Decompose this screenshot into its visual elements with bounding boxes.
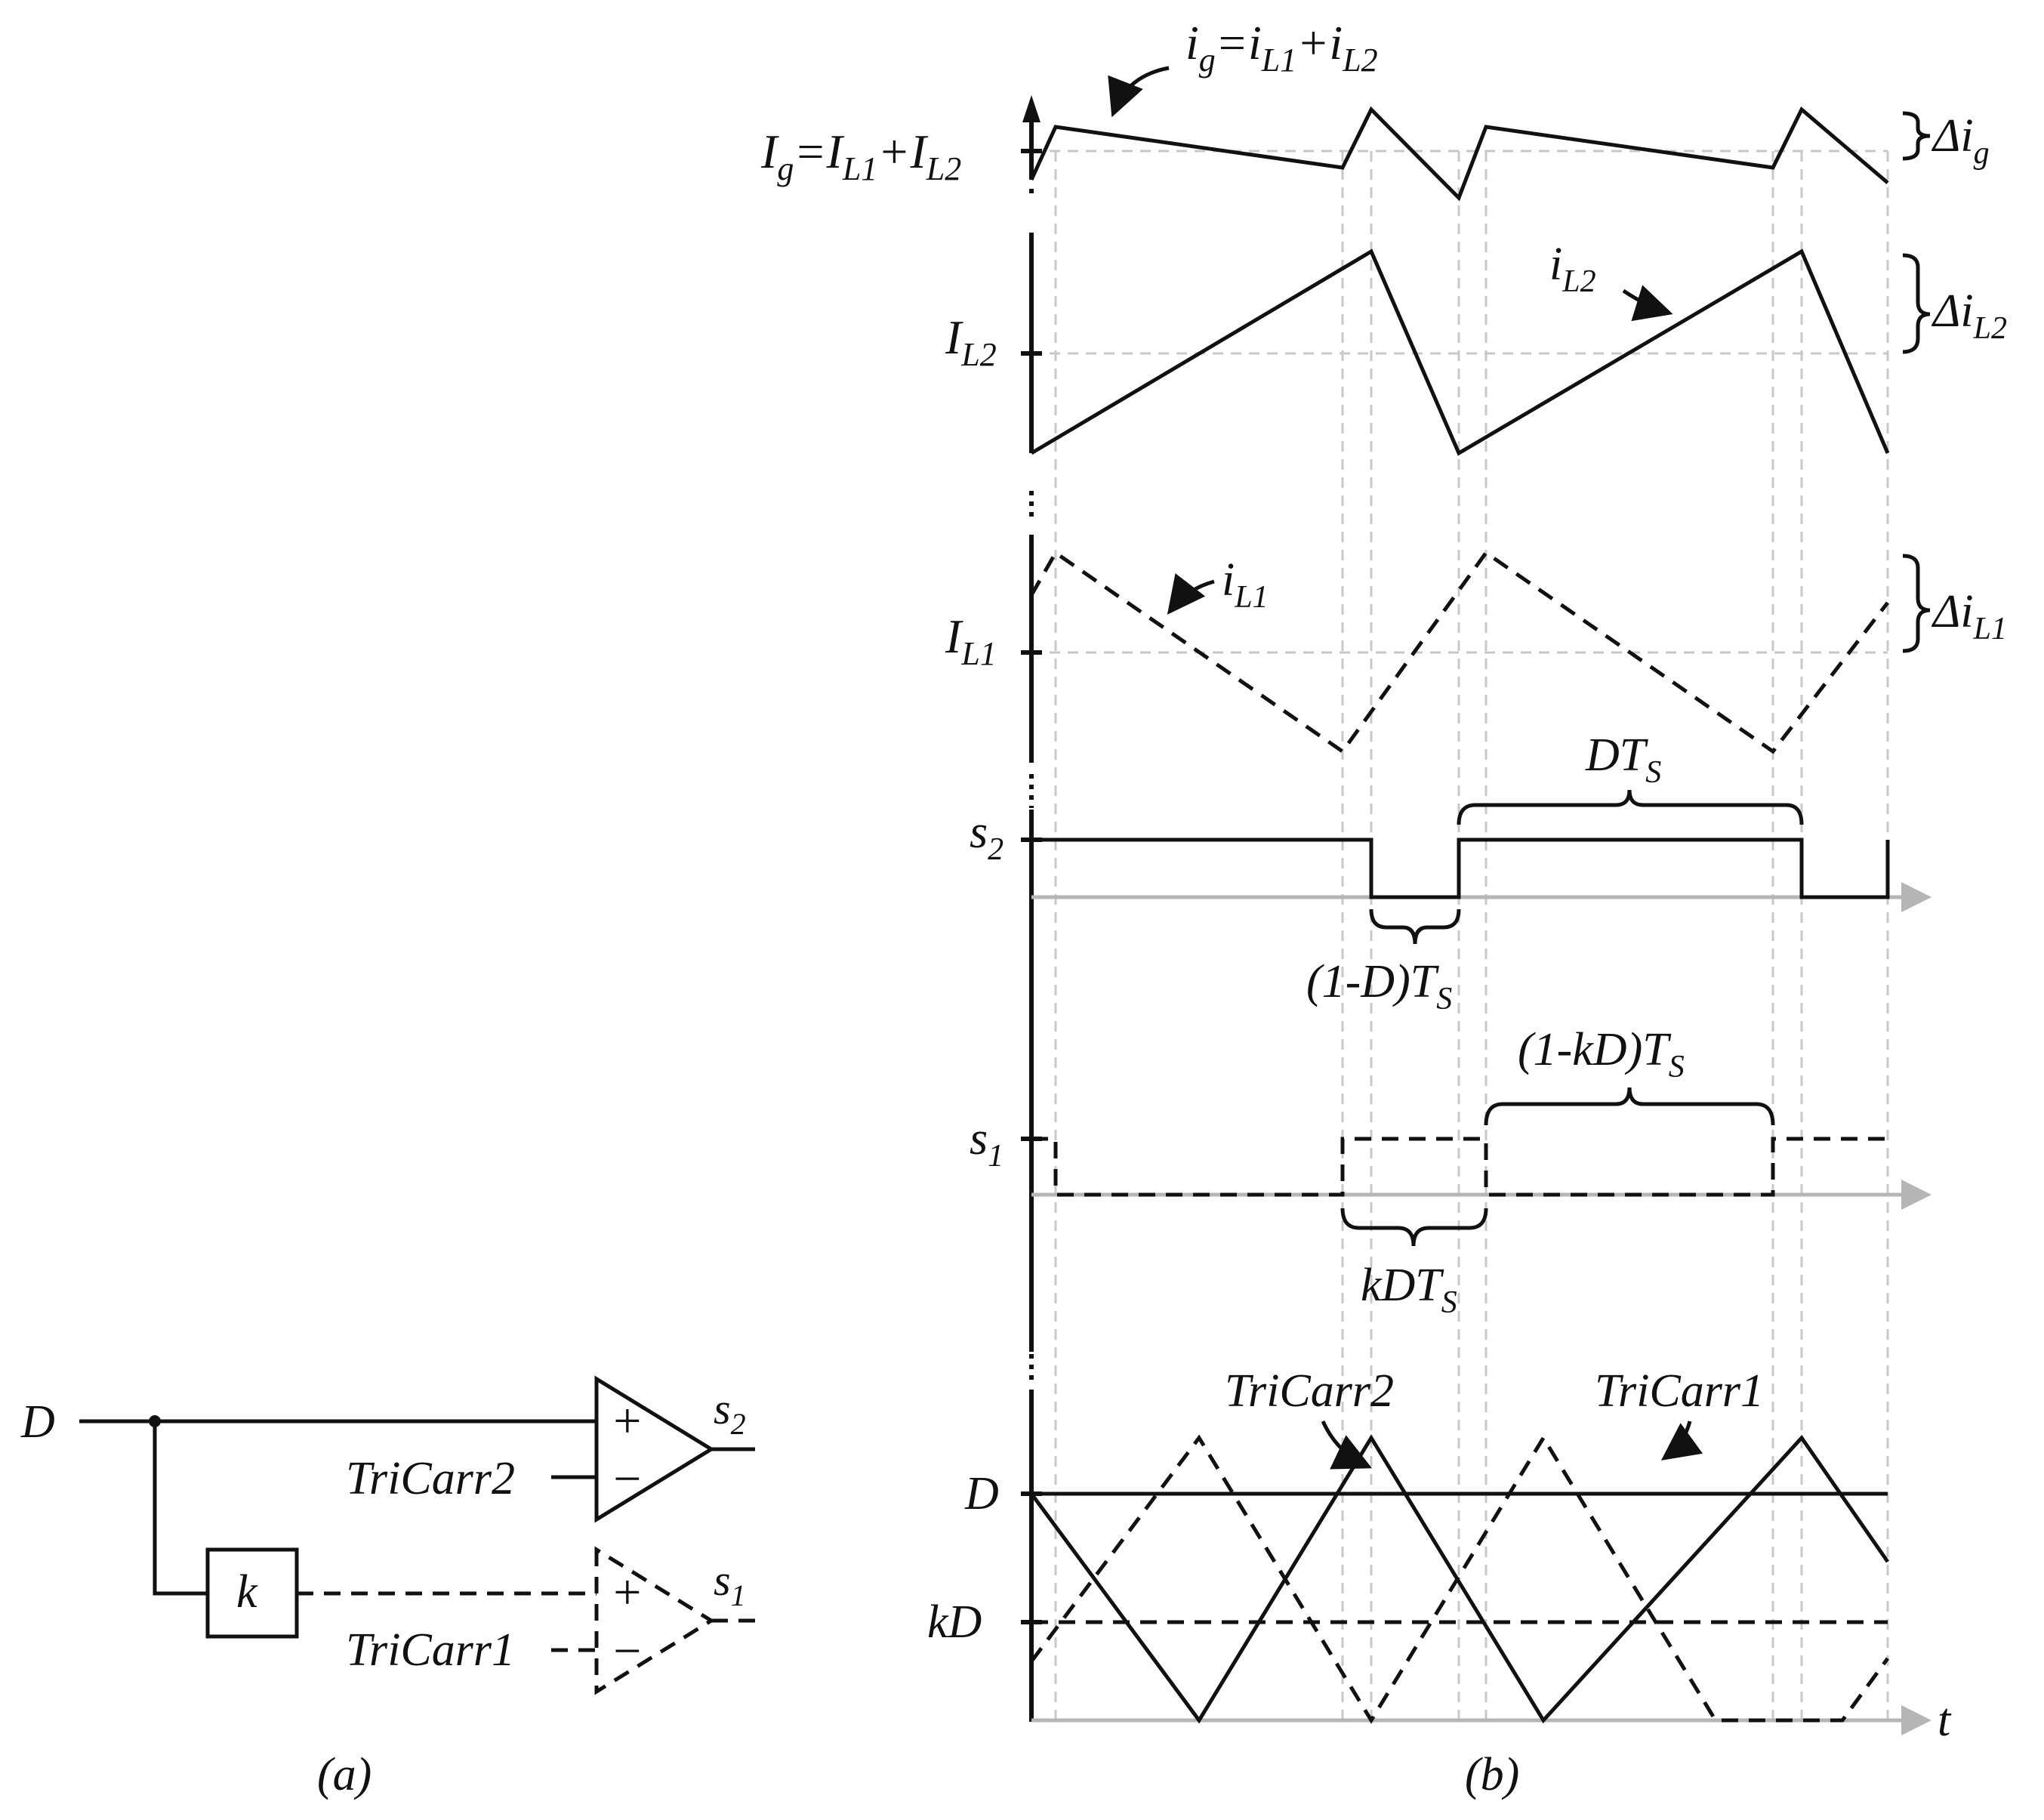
- vertical-axis-arrowhead: [1022, 95, 1040, 122]
- il2-ripple-brace: [1902, 253, 1931, 354]
- comp1-plus: +: [610, 1565, 644, 1620]
- il2-curve-label: iL2: [1549, 239, 1596, 299]
- s2-signal: [1031, 838, 1890, 899]
- dts-brace: [1457, 789, 1804, 825]
- carrier1-input-label: TriCarr1: [346, 1624, 515, 1676]
- il1-ripple-brace: [1902, 554, 1931, 653]
- caption-a: (a): [317, 1749, 371, 1800]
- ig-callout-arrow: [1108, 66, 1170, 118]
- tricarr2-label: TriCarr2: [1225, 1365, 1394, 1417]
- comparator-2: [594, 1375, 715, 1523]
- ig-curve-label: ig=iL1+iL2: [1185, 16, 1378, 79]
- one-minus-kd-brace: [1484, 1087, 1775, 1126]
- il2-waveform: [1030, 248, 1890, 456]
- branch-wire: [153, 1421, 208, 1596]
- ig-level-label: Ig=IL1+IL2: [760, 125, 961, 187]
- il2-level-label: IL2: [945, 310, 997, 373]
- ig-ripple-label: Δig: [1931, 110, 1990, 171]
- tricarr2-callout-arrow: [1321, 1420, 1373, 1470]
- one-minus-d-label: (1-D)TS: [1306, 956, 1452, 1016]
- caption-b: (b): [1465, 1749, 1519, 1800]
- one-minus-d-brace: [1369, 908, 1461, 945]
- d-level-label: D: [964, 1468, 999, 1519]
- s2-signal-label: s2: [970, 807, 1004, 867]
- il1-waveform: [1029, 550, 1889, 754]
- s1-signal-label: s1: [970, 1113, 1004, 1174]
- dts-label: DTS: [1585, 730, 1661, 790]
- gain-k-label: k: [236, 1566, 258, 1618]
- s2-output-label: s2: [714, 1384, 746, 1441]
- carrier2-input-label: TriCarr2: [346, 1453, 515, 1504]
- tricarr1-label: TriCarr1: [1595, 1365, 1764, 1417]
- t-axis-label: t: [1938, 1695, 1952, 1746]
- il2-callout-arrow: [1622, 285, 1673, 322]
- comp2-plus: +: [610, 1393, 644, 1448]
- s1-signal: [1031, 1137, 1888, 1197]
- input-d-label: D: [20, 1396, 55, 1448]
- comp1-minus: −: [610, 1624, 644, 1679]
- one-minus-kd-label: (1-kD)TS: [1518, 1024, 1685, 1084]
- time-gridlines: [1054, 151, 1889, 1720]
- il1-curve-label: iL1: [1222, 554, 1269, 615]
- comp2-minus: −: [610, 1451, 644, 1507]
- ig-ripple-brace: [1902, 111, 1931, 161]
- waveform-panel: Ig=IL1+IL2 ig=iL1+iL2 Δig IL2 iL2 ΔiL2 I…: [760, 16, 2007, 1746]
- kd-level-label: kD: [927, 1596, 982, 1648]
- kdts-label: kDTS: [1361, 1260, 1457, 1320]
- il1-level-label: IL1: [945, 609, 997, 672]
- comparator-1: [594, 1546, 715, 1695]
- s1-output-label: s1: [714, 1556, 746, 1612]
- pwm-circuit: D k + − TriCarr2 s2 + − TriCarr1 s1: [20, 1375, 755, 1695]
- il2-ripple-label: ΔiL2: [1931, 285, 2007, 346]
- ig-waveform: [1029, 106, 1889, 202]
- il1-callout-arrow: [1167, 573, 1215, 615]
- tricarr1-callout-arrow: [1660, 1421, 1703, 1461]
- il1-ripple-label: ΔiL1: [1931, 586, 2007, 646]
- tricarr1-waveform: [1030, 1434, 1890, 1724]
- kdts-brace: [1340, 1208, 1488, 1247]
